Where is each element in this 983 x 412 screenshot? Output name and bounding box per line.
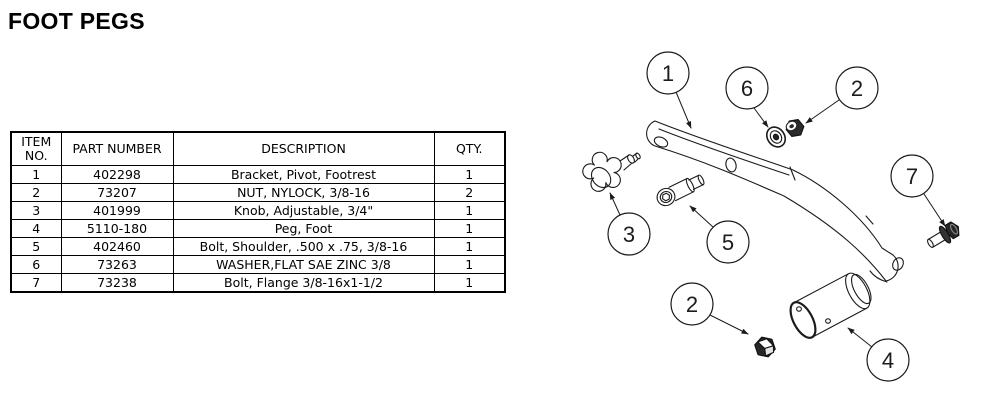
flat-washer-drawing: [765, 126, 787, 148]
callout-4-label: 4: [882, 348, 894, 373]
cell-desc: NUT, NYLOCK, 3/8-16: [172, 183, 435, 202]
leader-line-7: [923, 193, 946, 227]
leader-line-2-upper: [805, 99, 840, 124]
callout-1: 1: [646, 51, 690, 95]
leader-line-1: [675, 91, 692, 129]
col-header-qty: QTY.: [433, 131, 506, 166]
bracket-tangent-mark: [865, 215, 874, 225]
cell-part: 73207: [60, 183, 174, 202]
callout-7: 7: [890, 154, 934, 198]
bracket-pivot-footrest-drawing: [646, 120, 904, 283]
shoulder-bolt-drawing: [656, 174, 705, 207]
parts-table: ITEM NO. PART NUMBER DESCRIPTION QTY. 1 …: [10, 131, 506, 293]
callout-2-upper: 2: [835, 66, 879, 110]
foot-peg-pin-hole: [796, 306, 802, 312]
cell-desc: Knob, Adjustable, 3/4": [172, 201, 435, 220]
foot-peg-pin-hole: [825, 318, 831, 324]
table-row: 4 5110-180 Peg, Foot 1: [10, 219, 506, 238]
callout-balloons: 1 6 2 7 3 5 2 4: [607, 51, 934, 382]
leader-line-2-lower: [709, 314, 749, 335]
callout-1-label: 1: [662, 61, 674, 86]
callout-2-upper-label: 2: [851, 76, 863, 101]
cell-desc: WASHER,FLAT SAE ZINC 3/8: [172, 255, 435, 274]
bracket-slot-hole: [653, 136, 669, 148]
cell-desc: Bolt, Flange 3/8-16x1-1/2: [172, 273, 435, 293]
page-title: FOOT PEGS: [8, 8, 145, 34]
callout-4: 4: [866, 338, 910, 382]
callout-3: 3: [607, 212, 651, 256]
leader-line-6: [753, 107, 769, 128]
adjustable-knob-drawing: [582, 151, 641, 192]
foot-peg-drawing: [789, 272, 872, 339]
callout-7-label: 7: [906, 164, 918, 189]
leader-lines: [609, 91, 946, 348]
callout-5: 5: [706, 220, 750, 264]
table-row: 6 73263 WASHER,FLAT SAE ZINC 3/8 1: [10, 255, 506, 274]
leader-line-4: [847, 327, 873, 348]
callout-2-lower: 2: [670, 282, 714, 326]
nylock-nut-upper-drawing: [785, 118, 805, 138]
callout-3-label: 3: [623, 222, 635, 247]
cell-part: 73263: [60, 255, 174, 274]
bracket-tangent-mark: [789, 166, 796, 181]
cell-part: 73238: [60, 273, 174, 293]
bracket-top-face-edge: [658, 128, 790, 176]
table-row: 3 401999 Knob, Adjustable, 3/4" 1: [10, 201, 506, 220]
table-header-row: ITEM NO. PART NUMBER DESCRIPTION QTY.: [10, 131, 506, 166]
cell-qty: 1: [433, 273, 506, 293]
callout-5-label: 5: [722, 230, 734, 255]
callout-6: 6: [725, 66, 769, 110]
cell-part: 402298: [60, 165, 174, 184]
leader-line-3: [609, 192, 621, 216]
col-header-description: DESCRIPTION: [172, 131, 435, 166]
nylock-nut-lower-drawing: [754, 336, 776, 358]
leader-line-5: [689, 205, 714, 228]
callout-2-lower-label: 2: [686, 292, 698, 317]
callout-6-label: 6: [741, 76, 753, 101]
table-row: 7 73238 Bolt, Flange 3/8-16x1-1/2 1: [10, 273, 506, 293]
bracket-end-thickness-edge: [869, 270, 888, 283]
bracket-end-hole: [892, 257, 904, 271]
bracket-middle-hole: [725, 157, 737, 173]
cell-qty: 1: [433, 255, 506, 274]
